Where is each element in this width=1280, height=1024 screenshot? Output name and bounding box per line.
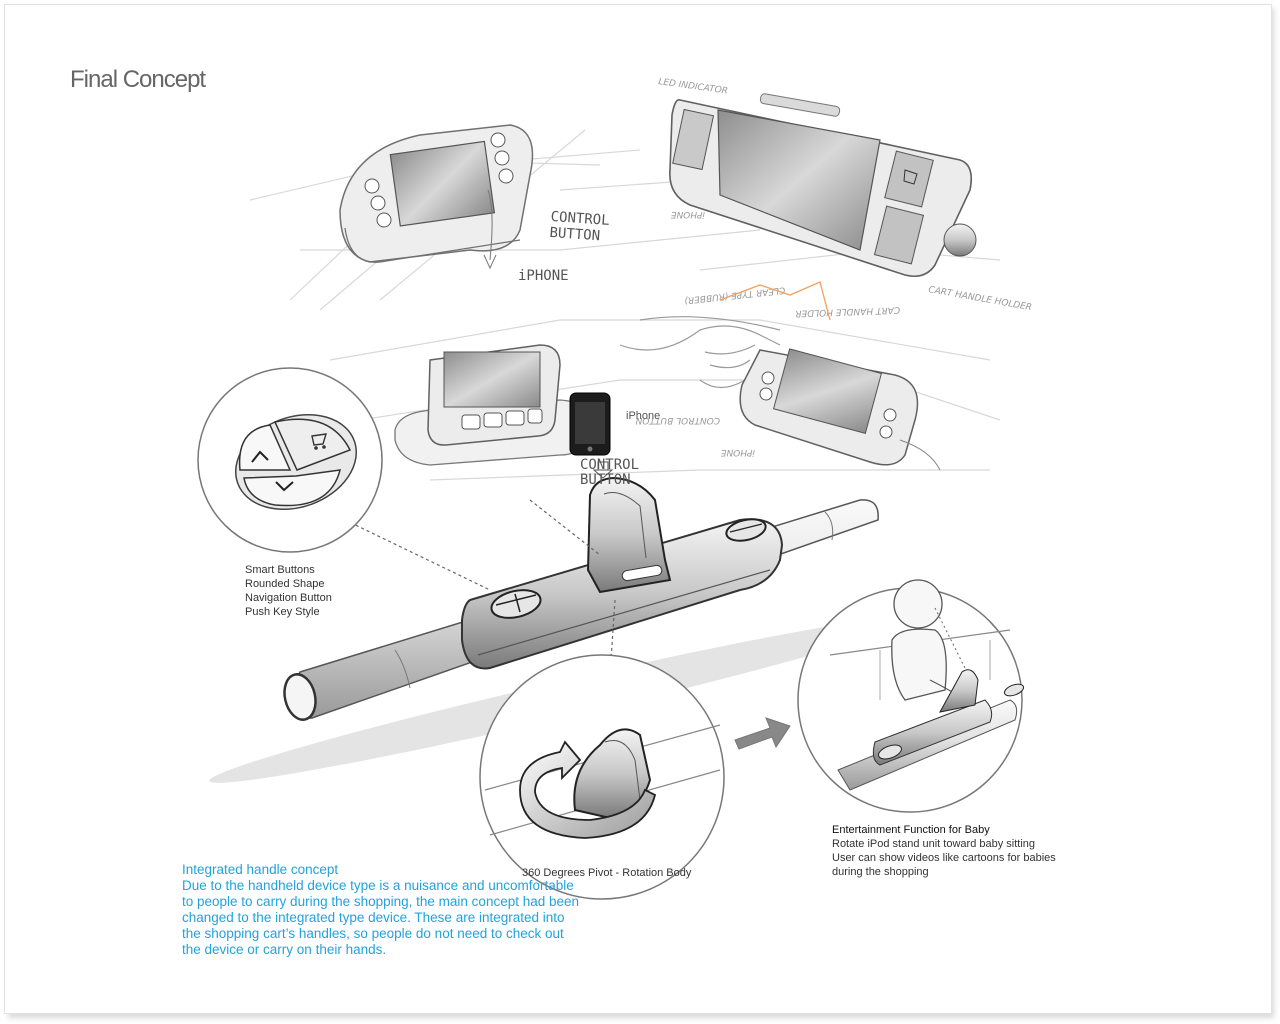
orange-accent-line — [719, 281, 831, 321]
device-sketch-top-left — [339, 124, 534, 270]
entertainment-line-1: Rotate iPod stand unit toward baby sitti… — [832, 838, 1036, 850]
smart-buttons-notes: Smart Buttons Rounded Shape Navigation B… — [245, 563, 332, 619]
entertainment-notes: Entertainment Function for Baby Rotate i… — [832, 823, 1056, 879]
handle-illustration — [209, 476, 911, 783]
entertainment-line-2: User can show videos like cartoons for b… — [832, 852, 1056, 864]
description-line-3: changed to the integrated type device. T… — [182, 910, 565, 925]
smart-buttons-line-2: Rounded Shape — [245, 578, 325, 590]
iphone-label-mid: iPhone — [626, 410, 661, 422]
pivot-detail-circle — [479, 654, 725, 900]
smart-buttons-detail-circle — [197, 367, 383, 553]
control-button-label-top: CONTROL BUTTON — [548, 208, 611, 245]
iphone-icon — [569, 392, 611, 456]
down-arrow-icon — [592, 461, 614, 479]
svg-text:CART HANDLE HOLDER: CART HANDLE HOLDER — [927, 285, 1032, 313]
svg-text:LED INDICATOR: LED INDICATOR — [658, 77, 729, 97]
description-line-2: to people to carry during the shopping, … — [182, 894, 580, 909]
device-sketch-middle-left — [394, 344, 591, 466]
description-line-1: Due to the handheld device type is a nui… — [182, 878, 574, 893]
leader-iphone — [529, 499, 601, 556]
description-title: Integrated handle concept — [182, 862, 339, 877]
svg-text:CONTROL BUTTON: CONTROL BUTTON — [635, 415, 720, 425]
smart-buttons-line-3: Navigation Button — [245, 592, 332, 604]
description-line-4: the shopping cart’s handles, so people d… — [182, 926, 564, 941]
svg-text:iPHONE: iPHONE — [720, 447, 755, 457]
smart-buttons-line-1: Smart Buttons — [245, 564, 315, 576]
device-sketch-middle-right — [739, 348, 941, 471]
page-title: Final Concept — [70, 66, 206, 93]
arrow-right-icon — [734, 717, 791, 750]
iphone-label-top: iPHONE — [518, 268, 569, 284]
baby-detail-circle — [797, 579, 1025, 813]
svg-text:iPHONE: iPHONE — [670, 209, 705, 219]
smart-buttons-line-4: Push Key Style — [245, 606, 320, 618]
pivot-caption: 360 Degrees Pivot - Rotation Body — [522, 867, 692, 879]
control-button-label-mid: CONTROL BUTTON — [580, 457, 640, 488]
device-sketch-top-right — [669, 93, 977, 278]
entertainment-heading: Entertainment Function for Baby — [832, 824, 990, 836]
description-line-5: the device or carry on their hands. — [182, 942, 387, 957]
leader-smart-buttons — [344, 519, 491, 591]
concept-description: Integrated handle concept Due to the han… — [182, 862, 722, 958]
hand-sketch — [619, 316, 781, 389]
svg-text:CART HANDLE HOLDER: CART HANDLE HOLDER — [795, 304, 900, 318]
entertainment-line-3: during the shopping — [832, 866, 929, 878]
